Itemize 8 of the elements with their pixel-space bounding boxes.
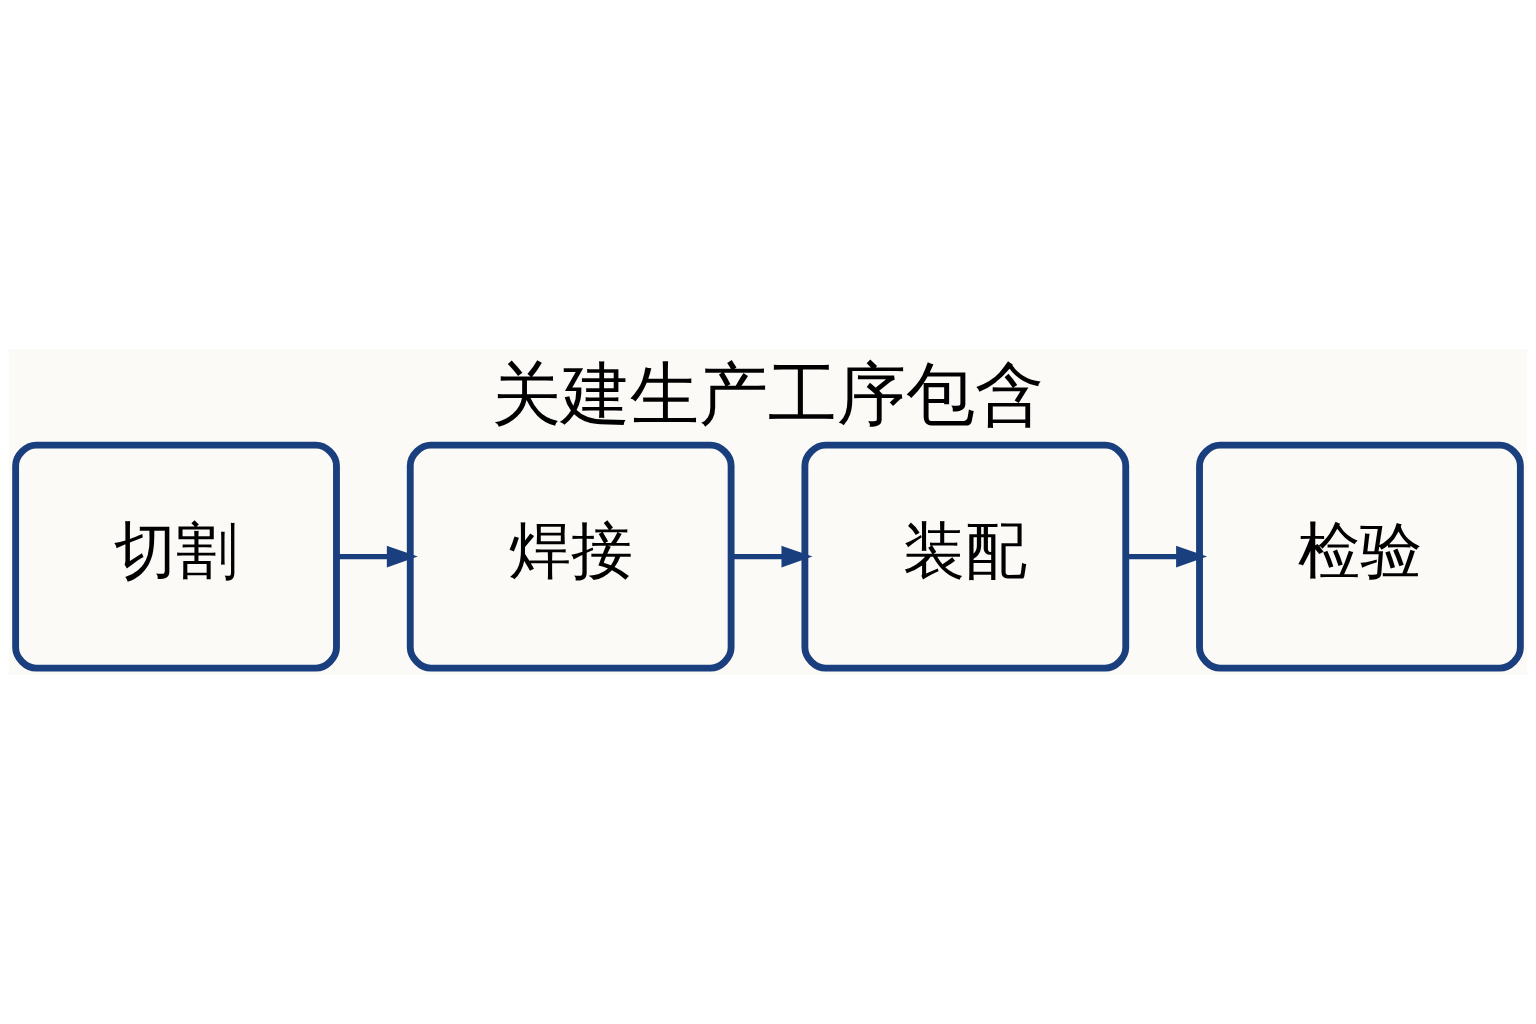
node-box: 切割 (12, 441, 340, 672)
node-box: 装配 (801, 441, 1130, 672)
arrow (336, 545, 418, 568)
arrow (1126, 545, 1208, 568)
arrow (731, 545, 813, 568)
node-box: 检验 (1196, 441, 1524, 672)
diagram-title: 关建生产工序包含 (492, 353, 1044, 434)
node-box: 焊接 (406, 441, 735, 672)
